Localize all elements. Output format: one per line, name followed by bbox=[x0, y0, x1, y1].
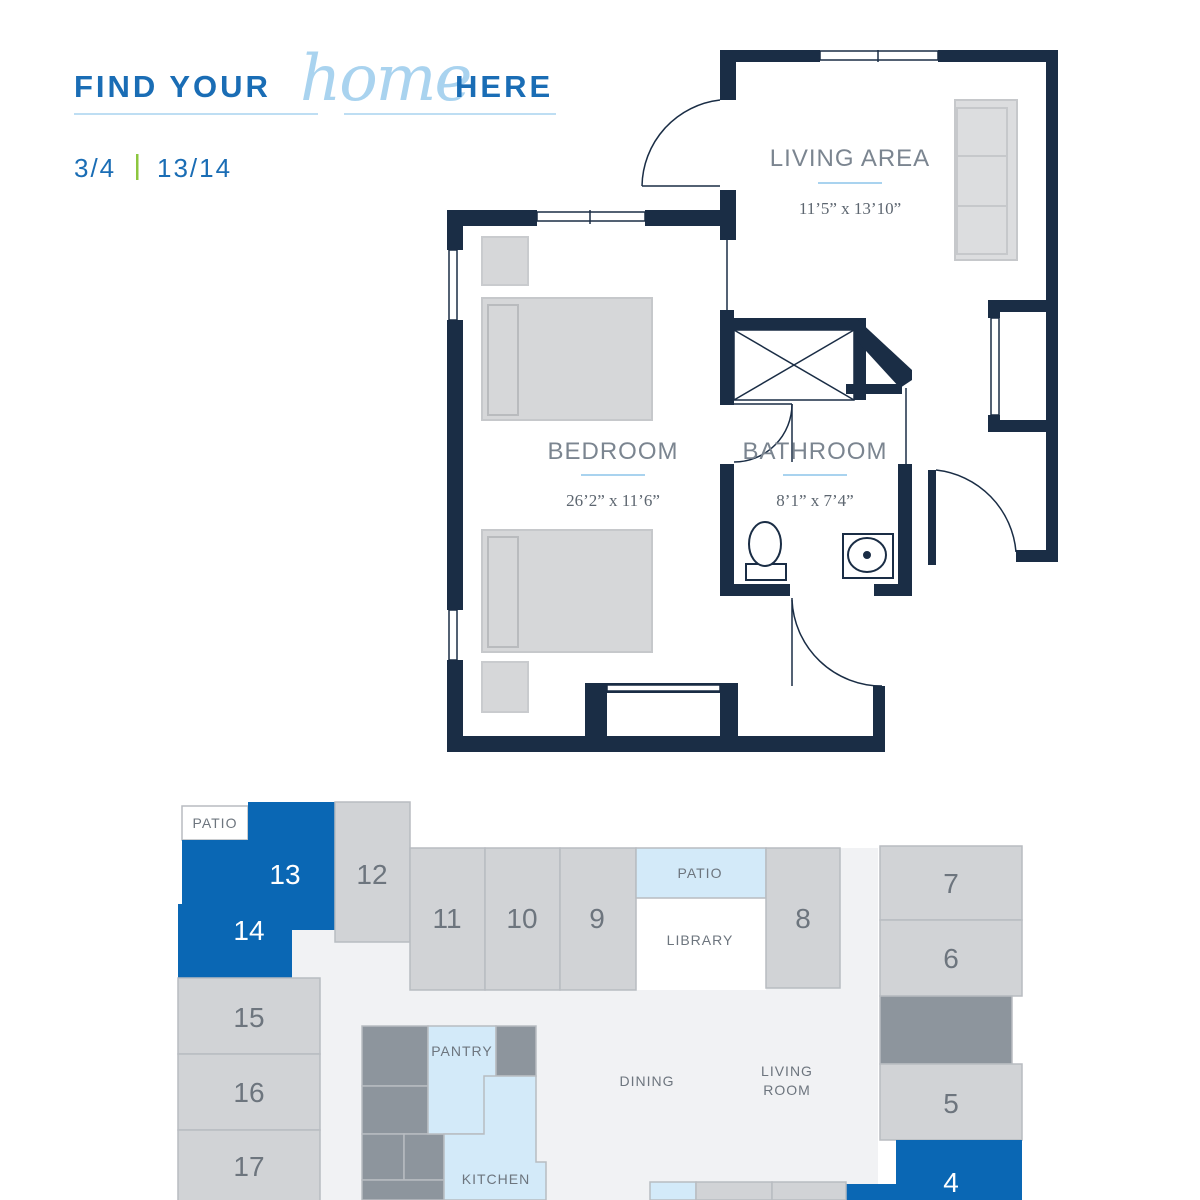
windows bbox=[448, 50, 1000, 692]
unit-13-14-block bbox=[178, 802, 335, 978]
partitions bbox=[726, 240, 935, 560]
sink bbox=[842, 533, 894, 579]
unit-17 bbox=[177, 1129, 321, 1200]
unit-11-label: 11 bbox=[432, 903, 461, 934]
unit-10-label: 10 bbox=[506, 903, 537, 934]
room-name-bedroom: BEDROOM bbox=[547, 438, 678, 465]
room-dims-living-area: 11’5” x 13’10” bbox=[799, 199, 901, 218]
unit-12 bbox=[334, 801, 411, 943]
kitchen bbox=[443, 1075, 547, 1200]
bottom-unit-b bbox=[771, 1181, 847, 1200]
unit-12-label: 12 bbox=[356, 859, 387, 890]
patio-center-label: PATIO bbox=[678, 865, 723, 881]
entry-door-living bbox=[641, 99, 721, 187]
kitchen-label: KITCHEN bbox=[462, 1171, 530, 1187]
bottom-unit-a bbox=[695, 1181, 773, 1200]
unit-info: 3/4 13/14 bbox=[74, 153, 232, 183]
dining-label: DINING bbox=[620, 1073, 675, 1089]
unit-7 bbox=[879, 845, 1023, 921]
unit-separator bbox=[136, 154, 139, 180]
unit-15 bbox=[177, 977, 321, 1055]
patio-top-left-label: PATIO bbox=[193, 815, 238, 831]
title-home-script: home bbox=[300, 42, 470, 116]
unit-9 bbox=[559, 847, 637, 991]
bed-top bbox=[481, 297, 653, 421]
room-dims-bathroom: 8’1” x 7’4” bbox=[776, 491, 853, 510]
room-name-bathroom: BATHROOM bbox=[743, 438, 888, 465]
bed-bottom bbox=[481, 529, 653, 653]
unit-5 bbox=[879, 1063, 1023, 1141]
room-bathroom: BATHROOM 8’1” x 7’4” bbox=[743, 438, 888, 510]
living-sofa bbox=[954, 99, 1018, 261]
bottom-light-room bbox=[649, 1181, 697, 1200]
unit-15-label: 15 bbox=[233, 1002, 264, 1033]
unit-8-label: 8 bbox=[795, 903, 811, 934]
unit-17-label: 17 bbox=[233, 1151, 264, 1182]
unit-4-label: 4 bbox=[943, 1167, 959, 1198]
unit-9-label: 9 bbox=[589, 903, 605, 934]
unit-6 bbox=[879, 919, 1023, 997]
unit-numbers: 13/14 bbox=[157, 153, 232, 183]
floor-plan: LIVING AREA 11’5” x 13’10” BEDROOM 26’2”… bbox=[447, 50, 1058, 752]
unit-type: 3/4 bbox=[74, 153, 116, 183]
site-plan: PATIO 13 14 12 11 10 9 PATIO LIBRARY 8 7… bbox=[177, 801, 1023, 1200]
unit-13-label: 13 bbox=[269, 859, 300, 890]
library-label: LIBRARY bbox=[667, 932, 734, 948]
living-room-label-1: LIVING bbox=[761, 1063, 813, 1079]
title-here: HERE bbox=[455, 69, 553, 104]
unit-8 bbox=[765, 847, 841, 989]
room-bedroom: BEDROOM 26’2” x 11’6” bbox=[547, 438, 678, 510]
kitchen-cluster: PANTRY KITCHEN bbox=[361, 1025, 547, 1200]
unit-16-label: 16 bbox=[233, 1077, 264, 1108]
service-block-right bbox=[879, 995, 1013, 1065]
title: FIND YOUR home HERE bbox=[74, 42, 556, 116]
bedroom-closet-door bbox=[791, 599, 883, 687]
unit-10 bbox=[484, 847, 561, 991]
toilet bbox=[745, 521, 787, 581]
title-find-your: FIND YOUR bbox=[74, 69, 271, 104]
walls bbox=[447, 50, 1058, 752]
bath-door bbox=[733, 403, 793, 463]
unit-16 bbox=[177, 1053, 321, 1131]
room-living-area: LIVING AREA 11’5” x 13’10” bbox=[770, 145, 930, 218]
doors bbox=[641, 99, 1017, 687]
pantry-label: PANTRY bbox=[431, 1043, 493, 1059]
unit-14-label: 14 bbox=[233, 915, 264, 946]
nightstand-bottom bbox=[481, 661, 529, 713]
patio-center bbox=[635, 847, 767, 899]
unit-4 bbox=[846, 1140, 1022, 1200]
nightstand-top bbox=[481, 236, 529, 286]
unit-entry-door bbox=[935, 469, 1017, 553]
unit-5-label: 5 bbox=[943, 1088, 959, 1119]
room-dims-bedroom: 26’2” x 11’6” bbox=[566, 491, 660, 510]
unit-7-label: 7 bbox=[943, 868, 959, 899]
unit-6-label: 6 bbox=[943, 943, 959, 974]
shower bbox=[733, 329, 855, 401]
living-room-label-2: ROOM bbox=[763, 1082, 811, 1098]
room-name-living-area: LIVING AREA bbox=[770, 145, 930, 172]
